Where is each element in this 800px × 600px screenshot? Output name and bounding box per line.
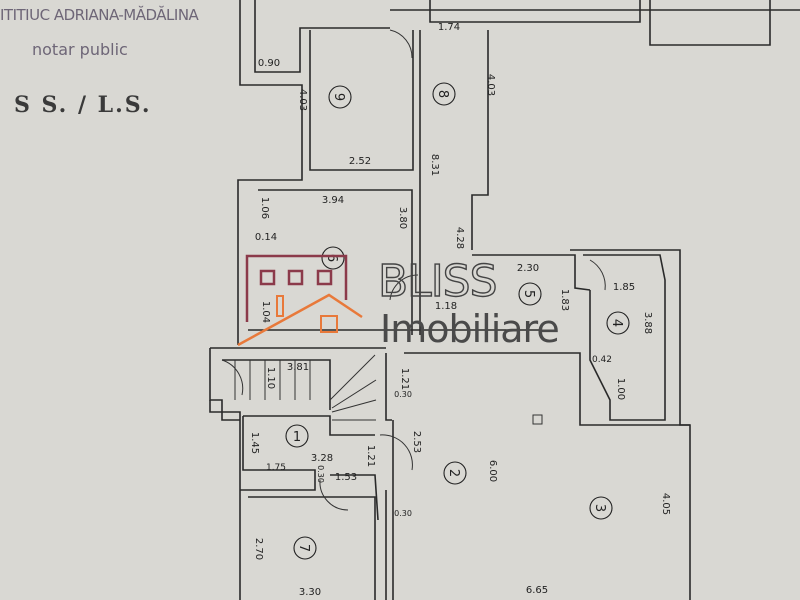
walls (209, 0, 800, 600)
notary-name: ITITIUC ADRIANA-MĂDĂLINA (0, 6, 199, 24)
room-number: 5 (521, 290, 536, 298)
room-1: 1 (285, 424, 309, 448)
dim: 2.30 (517, 263, 539, 274)
room-markers: 1 2 3 4 5 6 7 8 9 (285, 82, 630, 560)
room-9: 9 (328, 85, 352, 109)
dim: 1.85 (613, 282, 635, 293)
dim: 1.00 (615, 378, 626, 400)
dim: 1.75 (266, 463, 286, 473)
room-number: 9 (331, 93, 346, 101)
dim: 3.80 (397, 207, 408, 229)
seal-text: S S. / L.S. (14, 92, 152, 118)
dim: 4.28 (454, 227, 465, 249)
dim: 1.74 (438, 22, 460, 33)
dim: 1.18 (435, 301, 457, 312)
dim: 1.83 (559, 289, 570, 311)
doors (221, 29, 606, 511)
stairs (234, 354, 543, 425)
dim: 2.70 (253, 538, 264, 560)
dim: 0.90 (258, 58, 280, 69)
room-number: 2 (446, 469, 461, 477)
dim: 3.28 (311, 453, 333, 464)
dim: 1.10 (265, 367, 276, 389)
dimension-labels: 0.90 1.74 4.03 4.03 2.52 8.31 3.94 1.06 … (249, 22, 671, 598)
dim: 6.65 (526, 585, 548, 596)
dim: 3.81 (287, 362, 309, 373)
room-number: 3 (592, 504, 607, 512)
room-6: 6 (321, 246, 345, 270)
dim: 1.53 (335, 472, 357, 483)
dim: 1.06 (259, 197, 270, 219)
dim: 0.14 (255, 232, 277, 243)
dim: 2.52 (349, 156, 371, 167)
dim: 1.21 (365, 445, 376, 467)
dim: 1.45 (249, 432, 260, 454)
dim: 3.30 (299, 587, 321, 598)
room-8: 8 (432, 82, 456, 106)
dim: 0.30 (316, 465, 325, 483)
room-3: 3 (589, 496, 613, 520)
room-7: 7 (293, 536, 317, 560)
room-5: 5 (518, 282, 542, 306)
dim: 2.53 (411, 431, 422, 453)
dim: 3.94 (322, 195, 344, 206)
dim: 1.04 (260, 301, 271, 323)
watermark-imobiliare: Imobiliare (380, 307, 559, 351)
notary-role: notar public (32, 40, 128, 59)
dim: 6.00 (487, 460, 498, 482)
dim: 1.21 (399, 368, 410, 390)
dim: 0.30 (394, 390, 412, 399)
dim: 0.42 (592, 355, 612, 365)
room-number: 1 (293, 430, 301, 445)
dim: 4.03 (297, 89, 308, 111)
dim: 4.03 (485, 74, 496, 96)
room-number: 7 (296, 544, 311, 552)
room-number: 4 (609, 319, 624, 327)
dim: 0.30 (394, 509, 412, 518)
room-4: 4 (606, 311, 630, 335)
watermark-logo: BLISS Imobiliare (237, 254, 560, 351)
room-2: 2 (443, 461, 467, 485)
dim: 3.88 (642, 312, 653, 334)
room-number: 6 (324, 254, 339, 262)
watermark-bliss: BLISS (378, 256, 497, 307)
dim: 8.31 (429, 154, 440, 176)
dim: 4.05 (660, 493, 671, 515)
room-number: 8 (435, 90, 450, 98)
